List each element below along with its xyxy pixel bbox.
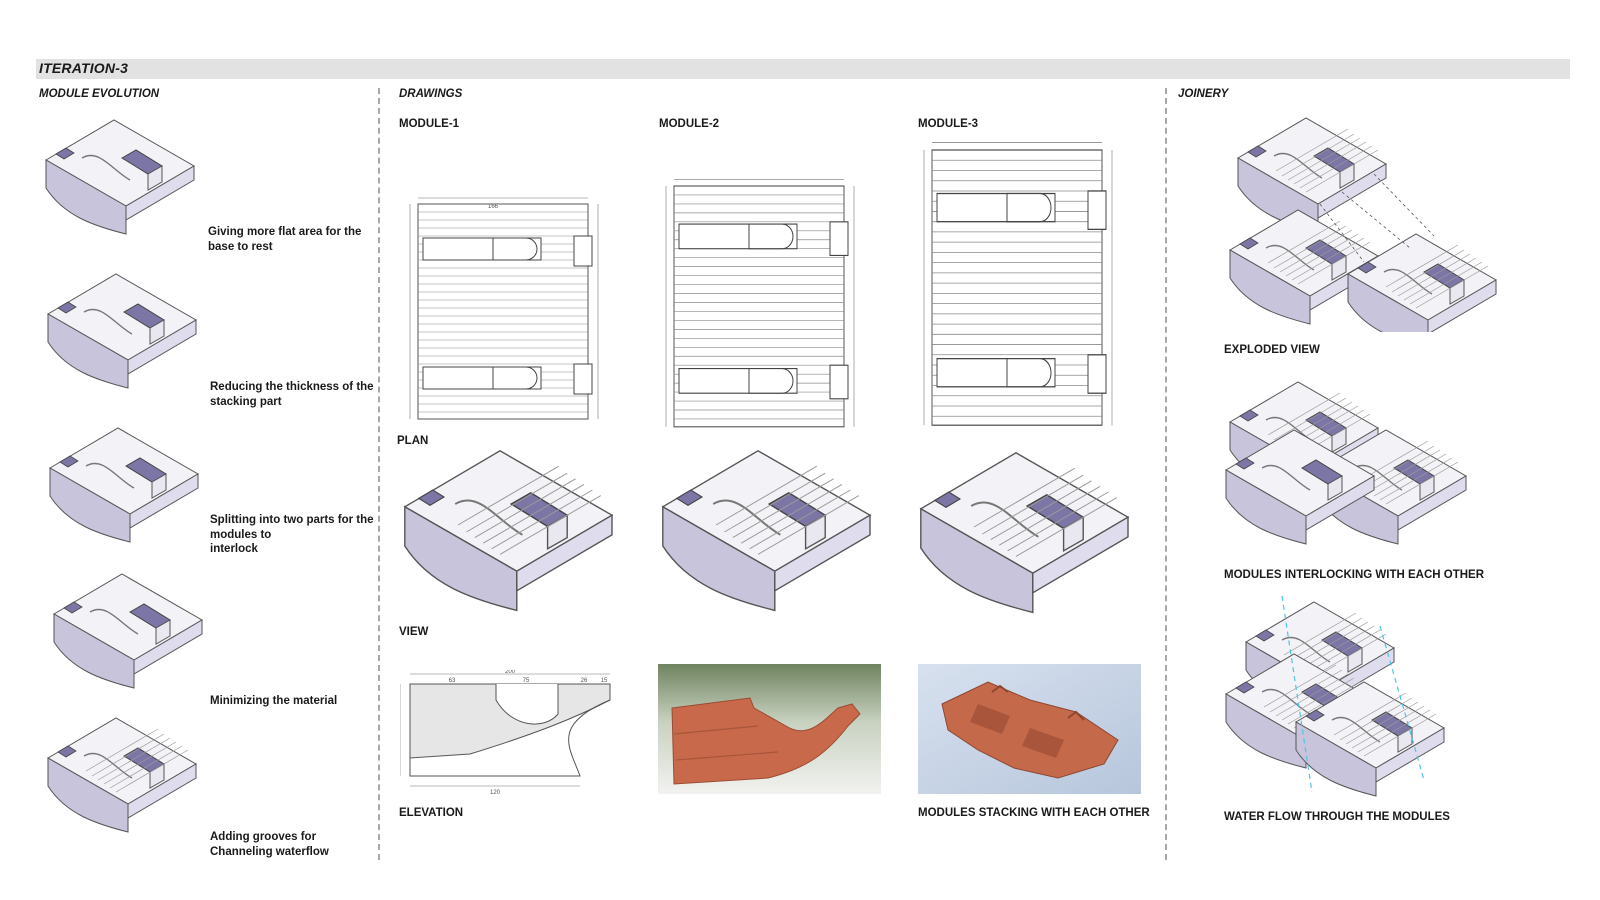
- water-flow-label: WATER FLOW THROUGH THE MODULES: [1224, 811, 1450, 823]
- plan-dim-overall: 200: [498, 196, 509, 198]
- module-2-plan-drawing: [665, 178, 855, 428]
- evolution-step-1-label: Giving more flat area for the base to re…: [208, 226, 362, 253]
- module-1-plan-drawing: 200 166: [409, 196, 599, 420]
- elevation-label: ELEVATION: [399, 807, 464, 819]
- section-heading-drawings: DRAWINGS: [399, 88, 463, 100]
- module-3-heading: MODULE-3: [918, 118, 979, 130]
- module-2-heading: MODULE-2: [659, 118, 720, 130]
- evolution-module-5: [46, 716, 206, 841]
- elevation-dim-overall: 200: [505, 670, 516, 675]
- elevation-dim-mid: 75: [523, 678, 530, 684]
- elevation-drawing: 200 63 75 26 15 120: [400, 670, 611, 796]
- section-heading-module-evolution: MODULE EVOLUTION: [39, 88, 160, 100]
- section-divider-left: [378, 88, 380, 860]
- evolution-step-4-label: Minimizing the material: [210, 695, 338, 707]
- evolution-step-2-label: Reducing the thickness of the stacking p…: [210, 381, 374, 408]
- evolution-module-4: [53, 573, 203, 689]
- module-3-view-render: [918, 450, 1138, 620]
- plan-dim-inner: 166: [488, 204, 499, 210]
- exploded-view-label: EXPLODED VIEW: [1224, 344, 1320, 356]
- clay-module-elevation-photo: [658, 664, 881, 794]
- water-flow-diagram: [1224, 596, 1514, 806]
- page-title: ITERATION-3: [39, 60, 129, 76]
- evolution-step-3-label: Splitting into two parts for the modules…: [210, 514, 374, 555]
- title-bar: ITERATION-3: [36, 59, 1570, 79]
- view-label: VIEW: [399, 626, 429, 638]
- module-3-plan-drawing: [923, 142, 1113, 426]
- interlocking-modules-diagram: [1225, 376, 1514, 545]
- evolution-step-5-label: Adding grooves for Channeling waterflow: [210, 831, 329, 858]
- section-heading-joinery: JOINERY: [1178, 88, 1229, 100]
- stacking-label: MODULES STACKING WITH EACH OTHER: [918, 807, 1150, 819]
- plan-label: PLAN: [397, 435, 429, 447]
- module-2-view-render: [660, 448, 880, 618]
- exploded-view-diagram: [1224, 112, 1514, 332]
- interlocking-label: MODULES INTERLOCKING WITH EACH OTHER: [1224, 569, 1485, 581]
- evolution-module-1: [45, 119, 195, 235]
- elevation-dim-base: 120: [490, 790, 501, 796]
- elevation-dim-edge: 15: [601, 678, 608, 684]
- evolution-module-2: [47, 273, 197, 389]
- clay-modules-stacked-photo: [918, 664, 1141, 794]
- module-1-view-render: [402, 448, 622, 618]
- elevation-dim-right: 26: [581, 678, 588, 684]
- module-1-heading: MODULE-1: [399, 118, 460, 130]
- elevation-dim-left: 63: [449, 678, 456, 684]
- section-divider-right: [1165, 88, 1167, 860]
- evolution-module-3: [49, 427, 199, 543]
